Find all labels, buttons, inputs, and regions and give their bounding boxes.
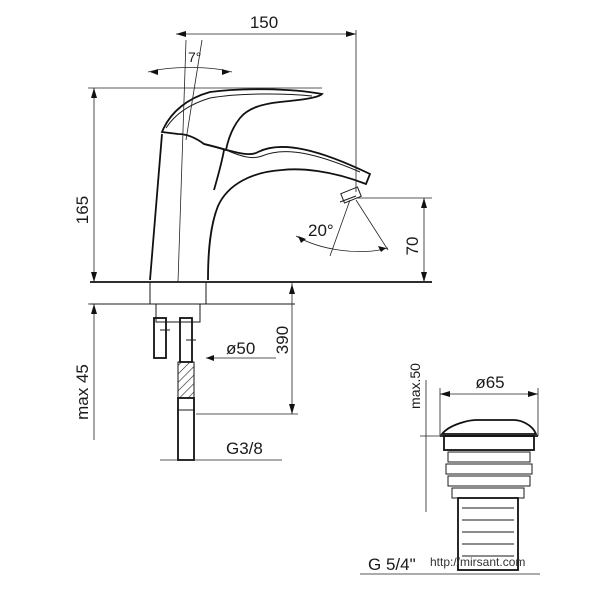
hose-length-label: 390 bbox=[273, 326, 292, 354]
faucet-column bbox=[149, 133, 225, 281]
waste-thread-label: G 5/4" bbox=[368, 555, 416, 574]
waste-cap bbox=[440, 419, 538, 435]
cutout-dia-label: ø50 bbox=[226, 339, 255, 358]
hose-nut bbox=[177, 397, 195, 461]
max-45-label: max 45 bbox=[73, 364, 92, 420]
lever-angle-arc bbox=[147, 67, 233, 73]
lever-angle-label: 7° bbox=[188, 49, 201, 65]
aerator bbox=[340, 186, 362, 204]
dimension-lines bbox=[88, 30, 432, 461]
waste-max50-label: max.50 bbox=[407, 363, 423, 409]
watermark: http://mirsant.com bbox=[430, 555, 525, 569]
mounting-shank bbox=[155, 303, 201, 323]
waste-plug bbox=[360, 380, 540, 575]
waste-dia65-label: ø65 bbox=[475, 373, 504, 392]
width-150-label: 150 bbox=[250, 13, 278, 32]
faucet-body bbox=[147, 39, 372, 283]
waste-body bbox=[457, 497, 519, 571]
faucet-lever bbox=[160, 88, 324, 152]
spout-height-label: 70 bbox=[403, 237, 422, 256]
braided-hose bbox=[177, 361, 195, 399]
spout-angle-label: 20° bbox=[308, 221, 334, 240]
height-165-label: 165 bbox=[73, 196, 92, 224]
thread-g38-label: G3/8 bbox=[226, 439, 263, 458]
countertop bbox=[90, 281, 432, 461]
